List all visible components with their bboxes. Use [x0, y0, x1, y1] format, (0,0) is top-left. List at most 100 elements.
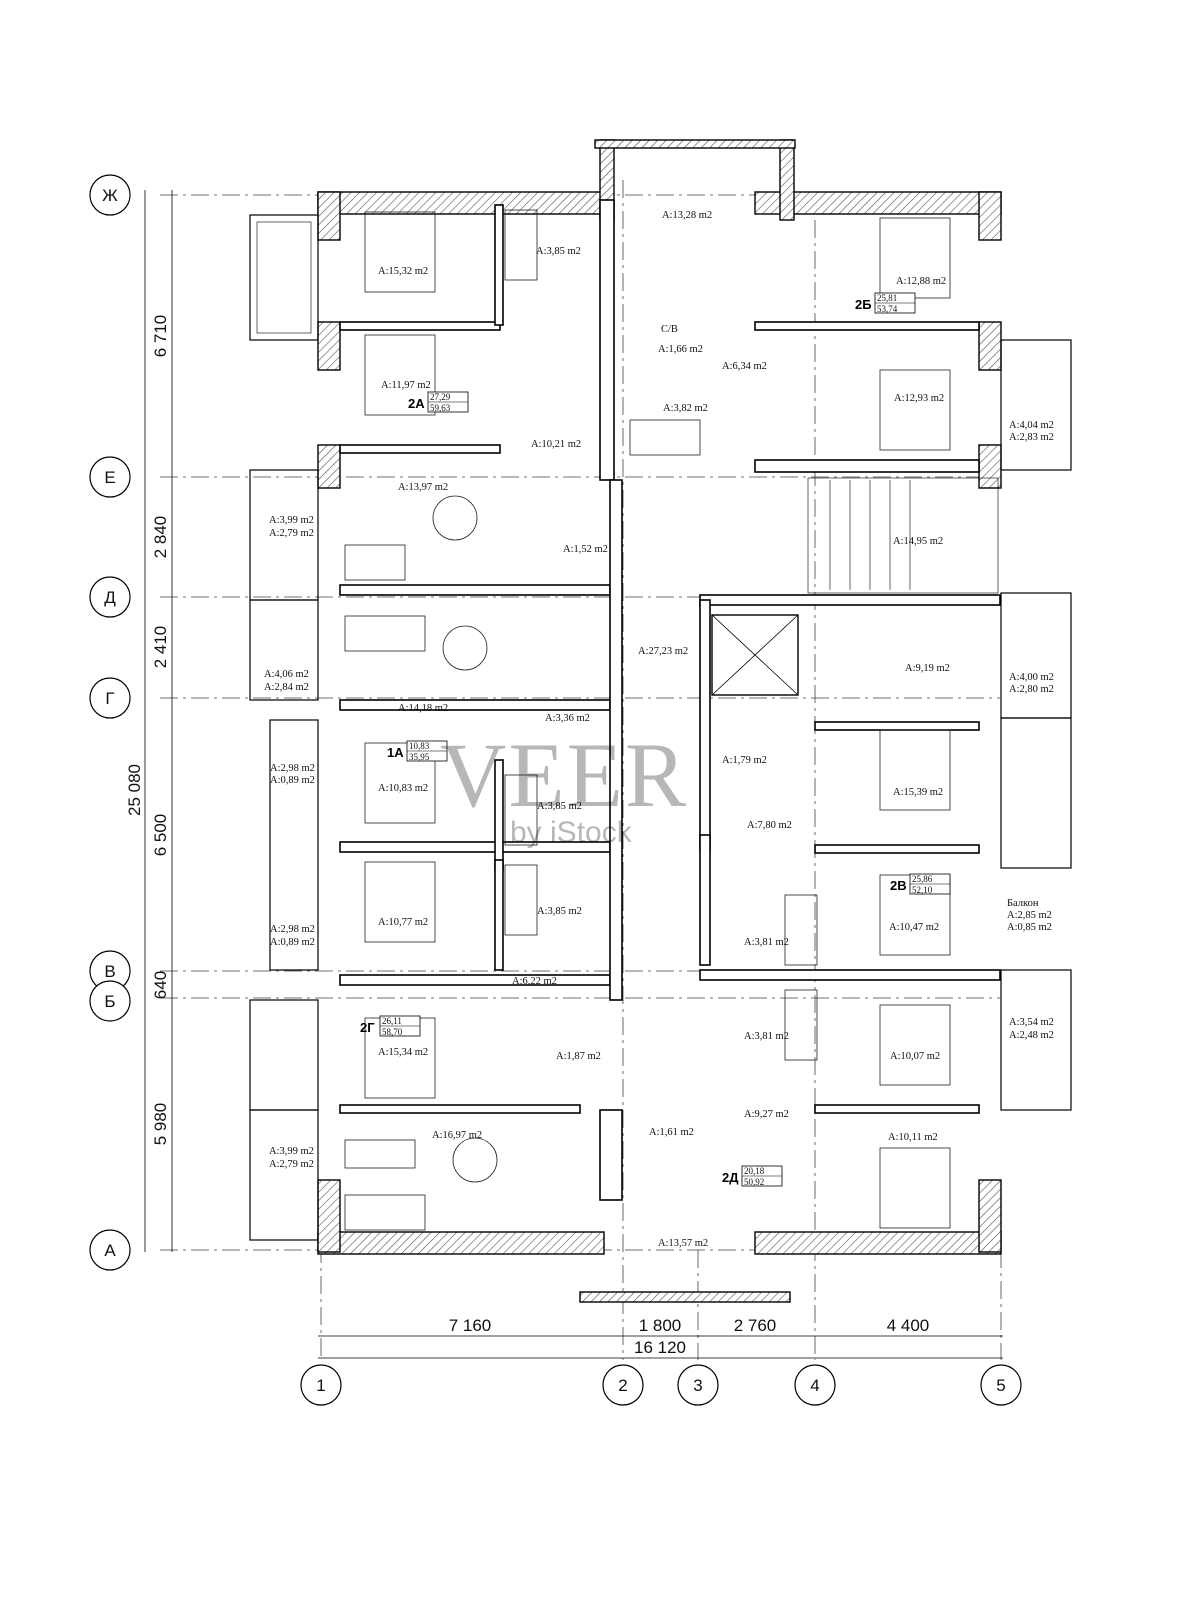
room-labels: A:13,28 m2A:3,85 m2A:15,32 m2A:12,88 m2C…: [264, 210, 1054, 1249]
axis-bubble: [300, 1364, 342, 1406]
apartment-living-area: 20,18: [744, 1166, 765, 1176]
room-label: A:10,83 m2: [378, 783, 428, 794]
axis-bubble: [794, 1364, 836, 1406]
room-label: A:3,82 m2: [663, 403, 708, 414]
room-label: A:15,34 m2: [378, 1047, 428, 1058]
room-label: A:2,79 m2: [269, 528, 314, 539]
apartment-code: 1А: [387, 745, 404, 760]
room-label: A:15,32 m2: [378, 266, 428, 277]
dimension-label-left: 2 840: [151, 516, 170, 559]
room-label: A:16,97 m2: [432, 1130, 482, 1141]
axis-bubble: [89, 576, 131, 618]
apartment-code: 2Б: [855, 297, 872, 312]
room-label: A:1,79 m2: [722, 755, 767, 766]
apartment-total-area: 52,10: [912, 885, 933, 895]
room-label: A:3,85 m2: [536, 246, 581, 257]
axis-label-vertical: 1: [316, 1376, 325, 1395]
room-label: A:3,36 m2: [545, 713, 590, 724]
dimension-label-left: 5 980: [151, 1103, 170, 1146]
apartment-code: 2Д: [722, 1170, 739, 1185]
dimension-label-bottom: 7 160: [449, 1316, 492, 1335]
room-label: A:2,80 m2: [1009, 684, 1054, 695]
apartment-living-area: 26,11: [382, 1016, 402, 1026]
axis-label-horizontal: Ж: [102, 186, 118, 205]
room-label: A:3,85 m2: [537, 906, 582, 917]
axis-bubble: [980, 1364, 1022, 1406]
apartment-living-area: 27,29: [430, 392, 451, 402]
axis-label-vertical: 4: [810, 1376, 819, 1395]
room-label: A:2,48 m2: [1009, 1030, 1054, 1041]
apartment-total-area: 59,63: [430, 403, 451, 413]
axis-bubble: [89, 1229, 131, 1271]
apartment-living-area: 25,86: [912, 874, 933, 884]
room-label: A:2,79 m2: [269, 1159, 314, 1170]
apartment-code: 2В: [890, 878, 907, 893]
room-label: A:0,89 m2: [270, 937, 315, 948]
room-label: A:3,81 m2: [744, 1031, 789, 1042]
room-label: A:11,97 m2: [381, 380, 431, 391]
room-label: A:4,06 m2: [264, 669, 309, 680]
dimension-label-left: 6 500: [151, 814, 170, 857]
dimension-label-bottom: 1 800: [639, 1316, 682, 1335]
furniture: [344, 209, 951, 1231]
room-label: A:9,19 m2: [905, 663, 950, 674]
dimension-label-bottom: 16 120: [634, 1338, 686, 1357]
room-label: A:3,54 m2: [1009, 1017, 1054, 1028]
axis-bubble: [89, 174, 131, 216]
room-label: A:6,22 m2: [512, 976, 557, 987]
room-label: A:7,80 m2: [747, 820, 792, 831]
dimension-lines: [144, 190, 1003, 1359]
room-label: A:0,85 m2: [1007, 922, 1052, 933]
apartment-total-area: 50,92: [744, 1177, 764, 1187]
room-label: A:13,28 m2: [662, 210, 712, 221]
room-label: A:4,04 m2: [1009, 420, 1054, 431]
room-label: A:10,21 m2: [531, 439, 581, 450]
room-label: A:3,85 m2: [537, 801, 582, 812]
room-label: A:14,18 m2: [398, 703, 448, 714]
room-label: A:14,95 m2: [893, 536, 943, 547]
watermark-main: VEER: [440, 724, 688, 826]
apartment-total-area: 58,70: [382, 1027, 403, 1037]
dimension-label-bottom: 4 400: [887, 1316, 930, 1335]
apartment-code: 2А: [408, 396, 425, 411]
dimension-label-left: 6 710: [151, 315, 170, 358]
room-label: A:4,00 m2: [1009, 672, 1054, 683]
room-label: A:1,52 m2: [563, 544, 608, 555]
axis-label-horizontal: Б: [104, 992, 115, 1011]
room-label: Балкон: [1007, 898, 1039, 909]
room-label: A:10,07 m2: [890, 1051, 940, 1062]
balconies: [249, 214, 1072, 1241]
axis-label-vertical: 5: [996, 1376, 1005, 1395]
axis-bubble: [602, 1364, 644, 1406]
room-label: A:3,99 m2: [269, 515, 314, 526]
room-label: A:2,83 m2: [1009, 432, 1054, 443]
room-label: A:2,98 m2: [270, 763, 315, 774]
watermark-sub: by iStock: [510, 816, 633, 849]
axis-label-vertical: 3: [693, 1376, 702, 1395]
room-label: A:10,77 m2: [378, 917, 428, 928]
apartment-total-area: 53,74: [877, 304, 898, 314]
axis-label-vertical: 2: [618, 1376, 627, 1395]
room-label: A:6,34 m2: [722, 361, 767, 372]
room-label: A:3,99 m2: [269, 1146, 314, 1157]
axis-bubble: [89, 456, 131, 498]
room-label: A:13,97 m2: [398, 482, 448, 493]
room-label: A:2,85 m2: [1007, 910, 1052, 921]
axis-label-horizontal: В: [104, 962, 115, 981]
apartment-total-area: 35,95: [409, 752, 430, 762]
apartment-living-area: 25,81: [877, 293, 897, 303]
axis-label-horizontal: Г: [105, 689, 114, 708]
dimension-label-left: 640: [151, 971, 170, 999]
room-label: A:9,27 m2: [744, 1109, 789, 1120]
dimension-label-left: 25 080: [125, 764, 144, 816]
room-label: A:1,87 m2: [556, 1051, 601, 1062]
apartment-living-area: 10,83: [409, 741, 430, 751]
